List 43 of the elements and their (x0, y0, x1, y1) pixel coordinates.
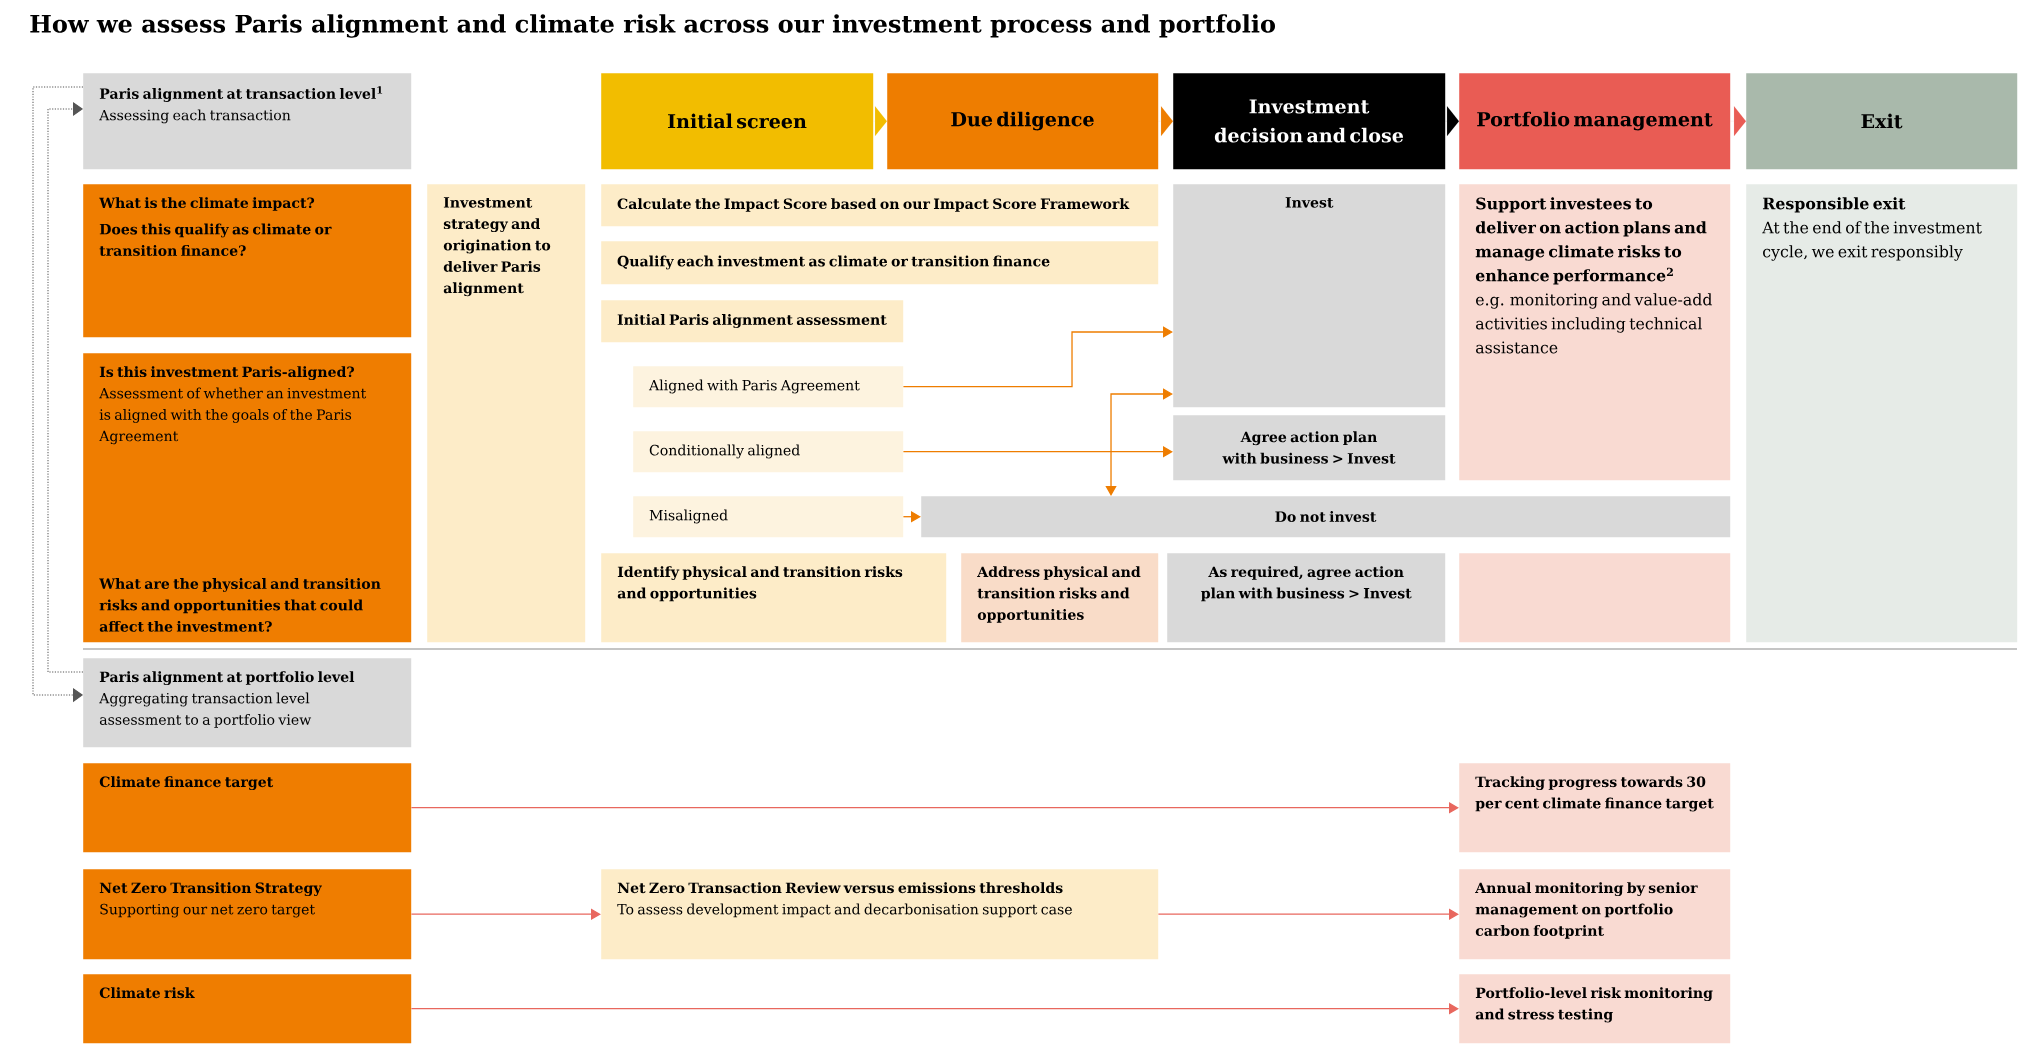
text-box: Paris alignment at transaction level$^{1}$ Assessing each transaction (83, 73, 412, 170)
text-box: Address physical and transition risks and opportunities (961, 553, 1159, 643)
stage-header: Initial screen (601, 73, 874, 170)
text-box: As required, agree action plan with business > Invest (1167, 553, 1446, 643)
arrow (902, 326, 1173, 388)
option-box: Misaligned (633, 496, 904, 538)
arrow (1158, 106, 1173, 137)
text-box: Portfolio-level risk monitoring and stress testing (1459, 974, 1731, 1044)
arrow (1157, 908, 1459, 920)
empty-box (1459, 553, 1731, 643)
text-box: Annual monitoring by senior management on portfolio carbon footprint (1459, 869, 1731, 960)
arrow (47, 102, 84, 673)
text-box: Invest (1173, 184, 1446, 408)
option-box: Conditionally aligned (633, 431, 904, 473)
arrow (873, 106, 887, 137)
text-box: Initial Paris alignment assessment (601, 300, 904, 343)
question-box: Climate finance target (83, 763, 412, 853)
arrow (410, 908, 601, 920)
text-box: Identify physical and transition risks and opportunities (601, 553, 947, 643)
text-box: Do not invest (921, 496, 1731, 538)
arrow (1445, 106, 1459, 137)
text-box: Responsible exit At the end of the investment cycle, we exit responsibly (1746, 184, 2018, 643)
option-box: Aligned with Paris Agreement (633, 366, 904, 408)
arrow (1105, 388, 1173, 496)
arrow (32, 86, 84, 702)
arrow (1730, 106, 1746, 137)
title: How we assess Paris alignment and climate risk across our investment process and portfolio (30, 14, 1275, 38)
stage-header: Due diligence (887, 73, 1159, 170)
question-box: What is the climate impact? Does this qualify as climate or transition finance? (83, 184, 412, 338)
stage-header: Exit (1746, 73, 2018, 170)
question-box: Is this investment Paris-aligned? Assessment of whether an investment is aligned with the goals of the Paris Agreement What are the physical and transition risks and opportunities that could affect the investment? (83, 353, 412, 643)
text-box: Tracking progress towards 30 per cent climate finance target (1459, 763, 1731, 853)
text-box: Investment strategy and origination to deliver Paris alignment (427, 184, 586, 643)
question-box: Climate risk (83, 974, 412, 1044)
text-box: Calculate the Impact Score based on our Impact Score Framework (601, 184, 1159, 227)
stage-header: Portfolio management (1459, 73, 1731, 170)
text-box: Agree action plan with business > Invest (1173, 415, 1446, 481)
text-box: Paris alignment at portfolio level Aggregating transaction level assessment to a portfolio view (83, 658, 412, 748)
text-box: Support investees to deliver on action plans and manage climate risks to enhance performance$^{2}$ e.g. monitoring and value-add activities including technical assistance (1459, 184, 1731, 481)
text-box: Qualify each investment as climate or transition finance (601, 241, 1159, 285)
stage-header: Investment decision and close (1173, 73, 1446, 170)
text-box: Net Zero Transaction Review versus emissions thresholds To assess development impact and decarbonisation support case (601, 869, 1159, 960)
question-box: Net Zero Transition Strategy Supporting our net zero target (83, 869, 412, 960)
